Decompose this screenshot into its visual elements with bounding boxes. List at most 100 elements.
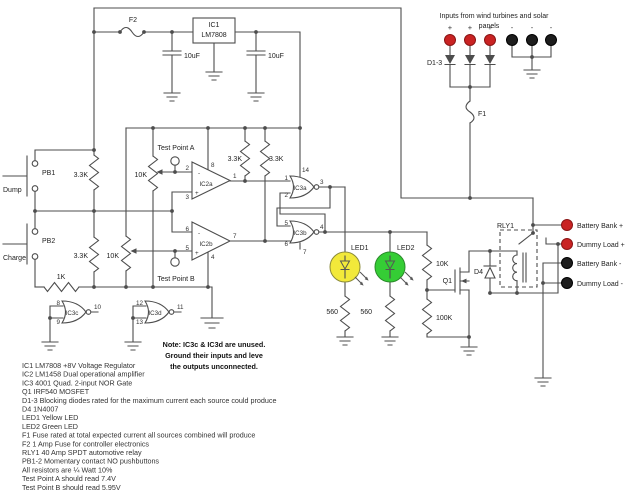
pb2-label: PB2 bbox=[42, 238, 55, 245]
negative-terminal-3 bbox=[545, 34, 557, 46]
parts-list-line: D4 1N4007 bbox=[22, 405, 58, 414]
led1-light-arrow2 bbox=[364, 276, 369, 281]
nor-gate-ic3d: IC3d 12 13 11 bbox=[136, 300, 184, 326]
parts-list-line: PB1-2 Momentary contact NO pushbuttons bbox=[22, 457, 159, 466]
ground-symbols bbox=[41, 69, 552, 387]
parts-list-line: Test Point A should read 7.4V bbox=[22, 474, 116, 483]
ic3d-pin11: 11 bbox=[177, 304, 184, 311]
nor-gate-ic3a: IC3a 1 2 3 14 bbox=[284, 167, 324, 199]
minus-mark-1: - bbox=[511, 23, 514, 32]
minus-mark-3: - bbox=[550, 23, 553, 32]
ic2b-pin7: 7 bbox=[233, 233, 237, 240]
pb1-label: PB1 bbox=[42, 170, 55, 177]
parts-list-line: F2 1 Amp Fuse for controller electronics bbox=[22, 439, 149, 448]
minus-mark-2: - bbox=[531, 23, 534, 32]
fuse-f1-label: F1 bbox=[478, 111, 486, 118]
negative-terminal-1 bbox=[506, 34, 518, 46]
diode-d3-icon bbox=[485, 55, 495, 64]
d1-3-label: D1-3 bbox=[427, 60, 442, 67]
junction-dots bbox=[33, 30, 560, 339]
positive-terminal-1 bbox=[444, 34, 456, 46]
led2-body bbox=[374, 251, 406, 283]
parts-list: IC1 LM7808 +8V Voltage Regulator IC2 LM1… bbox=[22, 361, 277, 492]
ic2a-minus: - bbox=[198, 170, 200, 177]
positive-terminal-2 bbox=[464, 34, 476, 46]
d4-icon bbox=[484, 266, 496, 279]
mosfet-arrow-icon bbox=[461, 278, 467, 284]
ic3a-pin3: 3 bbox=[320, 179, 324, 186]
parts-list-line: IC1 LM7808 +8V Voltage Regulator bbox=[22, 361, 136, 370]
pot-b-wiper-arrow bbox=[130, 248, 137, 254]
parts-list-line: IC2 LM1458 Dual operational amplifier bbox=[22, 370, 145, 379]
parts-list-line: RLY1 40 Amp SPDT automotive relay bbox=[22, 448, 142, 457]
ic2a-plus: + bbox=[195, 190, 199, 197]
ic3a-pin1: 1 bbox=[284, 175, 288, 182]
parts-list-line: All resistors are ¼ Watt 10% bbox=[22, 465, 113, 474]
nor-gate-ic3c: IC3c 8 9 10 bbox=[56, 300, 101, 326]
pullup-a-label: 3.3K bbox=[228, 156, 243, 163]
output-terminals: Battery Bank + Dummy Load + Battery Bank… bbox=[561, 219, 625, 289]
test-point-b-label: Test Point B bbox=[157, 276, 195, 283]
test-point-a: Test Point A bbox=[158, 145, 195, 166]
ic2a-pin1: 1 bbox=[233, 173, 237, 180]
test-point-b: Test Point B bbox=[157, 257, 195, 283]
inputs-header-line1: Inputs from wind turbines and solar bbox=[440, 13, 550, 20]
ic2a-pin2: 2 bbox=[185, 165, 189, 172]
dummy-pos-terminal bbox=[561, 238, 573, 250]
battery-neg-terminal bbox=[561, 257, 573, 269]
battery-pos-terminal bbox=[561, 219, 573, 231]
battery-pos-label: Battery Bank + bbox=[577, 223, 623, 230]
dummy-pos-label: Dummy Load + bbox=[577, 242, 625, 249]
ic2b-name: IC2b bbox=[199, 241, 213, 248]
r-pulldown-label: 100K bbox=[436, 315, 453, 322]
dummy-neg-label: Dummy Load - bbox=[577, 281, 624, 288]
unused-gates-note: Note: IC3c & IC3d are unused. Ground the… bbox=[163, 340, 266, 371]
relay-rly1: RLY1 bbox=[497, 223, 538, 288]
diode-d1-icon bbox=[445, 55, 455, 64]
ic3a-pin2: 2 bbox=[284, 192, 288, 199]
relay-box bbox=[499, 229, 538, 288]
ic1-part: LM7808 bbox=[201, 32, 226, 39]
ic2a-name: IC2a bbox=[199, 181, 213, 188]
ic3a-name: IC3a bbox=[293, 185, 307, 192]
led1-light-arrow bbox=[359, 281, 364, 286]
pushbutton-pb1: PB1 Dump bbox=[3, 160, 55, 194]
pot-a-wiper-arrow bbox=[156, 169, 163, 175]
positive-terminal-3 bbox=[484, 34, 496, 46]
ic3c-name: IC3c bbox=[66, 310, 79, 317]
ic2a-pin3: 3 bbox=[185, 194, 189, 201]
dummy-neg-terminal bbox=[561, 277, 573, 289]
parts-list-line: F1 Fuse rated at total expected current … bbox=[22, 431, 255, 440]
mosfet-q1: Q1 bbox=[443, 267, 470, 295]
ic3b-name: IC3b bbox=[293, 230, 307, 237]
diode-d2-icon bbox=[465, 55, 475, 64]
r-led1-label: 560 bbox=[326, 309, 338, 316]
diode-d4: D4 bbox=[474, 265, 497, 279]
ic3b-pin6: 6 bbox=[284, 241, 288, 248]
input-terminals: Inputs from wind turbines and solar pane… bbox=[427, 13, 557, 118]
cap-input-label: 10uF bbox=[184, 53, 200, 60]
opamp-ic2b: IC2b - + 6 5 7 4 bbox=[185, 221, 237, 261]
led2-light-arrow2 bbox=[409, 276, 414, 281]
parts-list-line: Test Point B should read 5.95V bbox=[22, 483, 121, 492]
dump-label: Dump bbox=[3, 187, 22, 194]
pushbutton-pb2: PB2 Charge bbox=[3, 228, 55, 262]
led2-green: LED2 bbox=[374, 245, 415, 286]
note-line1: Note: IC3c & IC3d are unused. bbox=[163, 340, 266, 349]
plus-mark-1: + bbox=[448, 23, 453, 32]
ic2b-plus: + bbox=[195, 250, 199, 257]
ic3b-pin4: 4 bbox=[320, 224, 324, 231]
ic3d-pin12: 12 bbox=[136, 300, 144, 307]
ic3c-pin10: 10 bbox=[94, 304, 102, 311]
wires bbox=[2, 7, 563, 379]
opamp-ic2a: IC2a - + 2 3 1 8 bbox=[185, 161, 237, 201]
plus-mark-2: + bbox=[468, 23, 473, 32]
cap-output-label: 10uF bbox=[268, 53, 284, 60]
ic2b-minus: - bbox=[198, 230, 200, 237]
ic3d-pin13: 13 bbox=[136, 319, 144, 326]
r-top-label: 3.3K bbox=[74, 172, 89, 179]
nor-gate-ic3b: IC3b 5 6 4 7 bbox=[284, 220, 324, 256]
fuse-f2-label: F2 bbox=[129, 17, 137, 24]
led1-label: LED1 bbox=[351, 245, 369, 252]
